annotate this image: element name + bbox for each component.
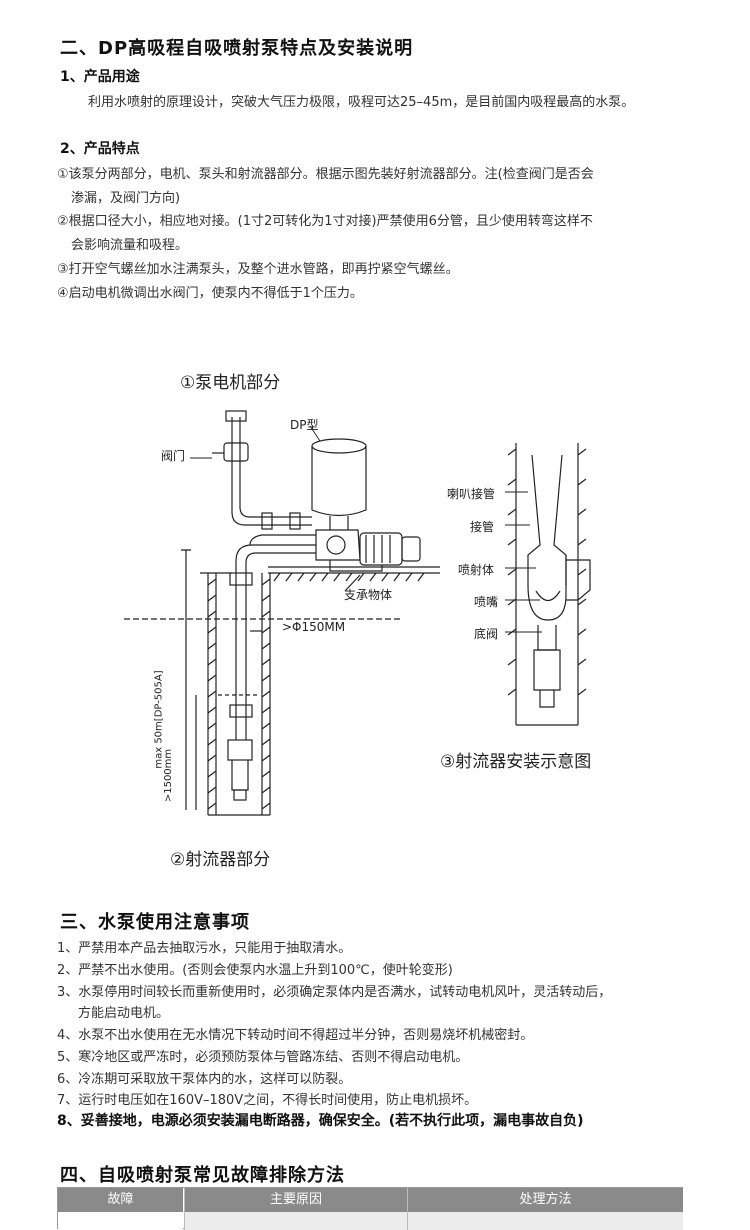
- section2-title: 二、DP高吸程自吸喷射泵特点及安装说明: [60, 38, 414, 59]
- table-header-solution: 处理方法: [407, 1188, 683, 1212]
- section4-title: 四、自吸喷射泵常见故障排除方法: [60, 1165, 345, 1186]
- table-cell: [184, 1212, 407, 1230]
- leader-lines: [190, 425, 542, 633]
- label-connector-pipe: 接管: [470, 520, 495, 534]
- feature-item-4: ④启动电机微调出水阀门，使泵内不得低于1个压力。: [57, 286, 363, 301]
- notice-item-3-cont: 方能启动电机。: [78, 1006, 170, 1021]
- caption-ejector: ②射流器部分: [170, 850, 271, 870]
- dimension-lines: [181, 549, 262, 810]
- features-heading: 2、产品特点: [60, 141, 140, 157]
- section3-title: 三、水泵使用注意事项: [60, 912, 250, 933]
- feature-item-2-cont: 会影响流量和吸程。: [71, 238, 189, 253]
- caption-ejector-install: ③射流器安装示意图: [440, 752, 592, 772]
- suction-pipe: [229, 534, 316, 740]
- table-header-fault: 故障: [58, 1188, 183, 1212]
- notice-item-7: 7、运行时电压如在160V–180V之间，不得长时间使用，防止电机损坏。: [57, 1093, 478, 1108]
- notice-item-4: 4、水泵不出水使用在无水情况下转动时间不得超过半分钟，否则易烧坏机械密封。: [57, 1028, 534, 1043]
- feature-item-1: ①该泵分两部分，电机、泵头和射流器部分。根据示图先装好射流器部分。注(检查阀门是…: [57, 167, 594, 182]
- label-jet-body: 喷射体: [458, 563, 495, 577]
- caption-pump-motor: ①泵电机部分: [180, 373, 281, 393]
- ejector-detail-icon: [507, 443, 591, 726]
- pressure-tank-icon: [311, 438, 367, 530]
- notice-item-3: 3、水泵停用时间较长而重新使用时，必须确定泵体内是否满水，试转动电机风叶，灵活转…: [57, 985, 612, 1000]
- well-shaft: [124, 572, 400, 816]
- table-cell: [407, 1212, 683, 1230]
- ground-support: [268, 566, 440, 592]
- label-diameter: >Φ150MM: [282, 620, 346, 634]
- label-support: 支承物体: [344, 588, 393, 602]
- feature-item-2: ②根据口径大小，相应地对接。(1寸2可转化为1寸对接)严禁使用6分管，且少使用转…: [57, 214, 593, 229]
- label-nozzle: 喷嘴: [474, 595, 499, 609]
- notice-item-1: 1、严禁用本产品去抽取污水，只能用于抽取清水。: [57, 941, 352, 956]
- label-dp-type: DP型: [290, 418, 319, 432]
- label-min-depth: >1500mm: [163, 748, 175, 803]
- outlet-pipe: [212, 410, 312, 530]
- label-horn-pipe: 喇叭接管: [447, 487, 496, 501]
- use-text: 利用水喷射的原理设计，突破大气压力极限，吸程可达25–45m，是目前国内吸程最高…: [88, 95, 635, 110]
- use-heading: 1、产品用途: [60, 69, 140, 85]
- notice-item-6: 6、冷冻期可采取放干泵体内的水，这样可以防裂。: [57, 1072, 352, 1087]
- troubleshooting-table: 故障 主要原因 处理方法: [57, 1187, 683, 1230]
- label-foot-valve: 底阀: [474, 627, 499, 641]
- label-valve: 阀门: [161, 449, 186, 463]
- pump-motor-icon: [315, 529, 421, 572]
- notice-item-2: 2、严禁不出水使用。(否则会使泵内水温上升到100℃，使叶轮变形): [57, 963, 453, 978]
- ejector-bottom-icon: [227, 739, 253, 801]
- table-cell: [58, 1212, 183, 1230]
- table-header-cause: 主要原因: [184, 1188, 407, 1212]
- installation-diagram: [124, 410, 591, 816]
- notice-item-5: 5、寒冷地区或严冻时，必须预防泵体与管路冻结、否则不得启动电机。: [57, 1050, 469, 1065]
- feature-item-1-cont: 渗漏，及阀门方向): [71, 191, 181, 206]
- safety-warning: 8、妥善接地，电源必须安装漏电断路器，确保安全。(若不执行此项，漏电事故自负): [57, 1113, 584, 1129]
- feature-item-3: ③打开空气螺丝加水注满泵头，及整个进水管路，即再拧紧空气螺丝。: [57, 262, 459, 277]
